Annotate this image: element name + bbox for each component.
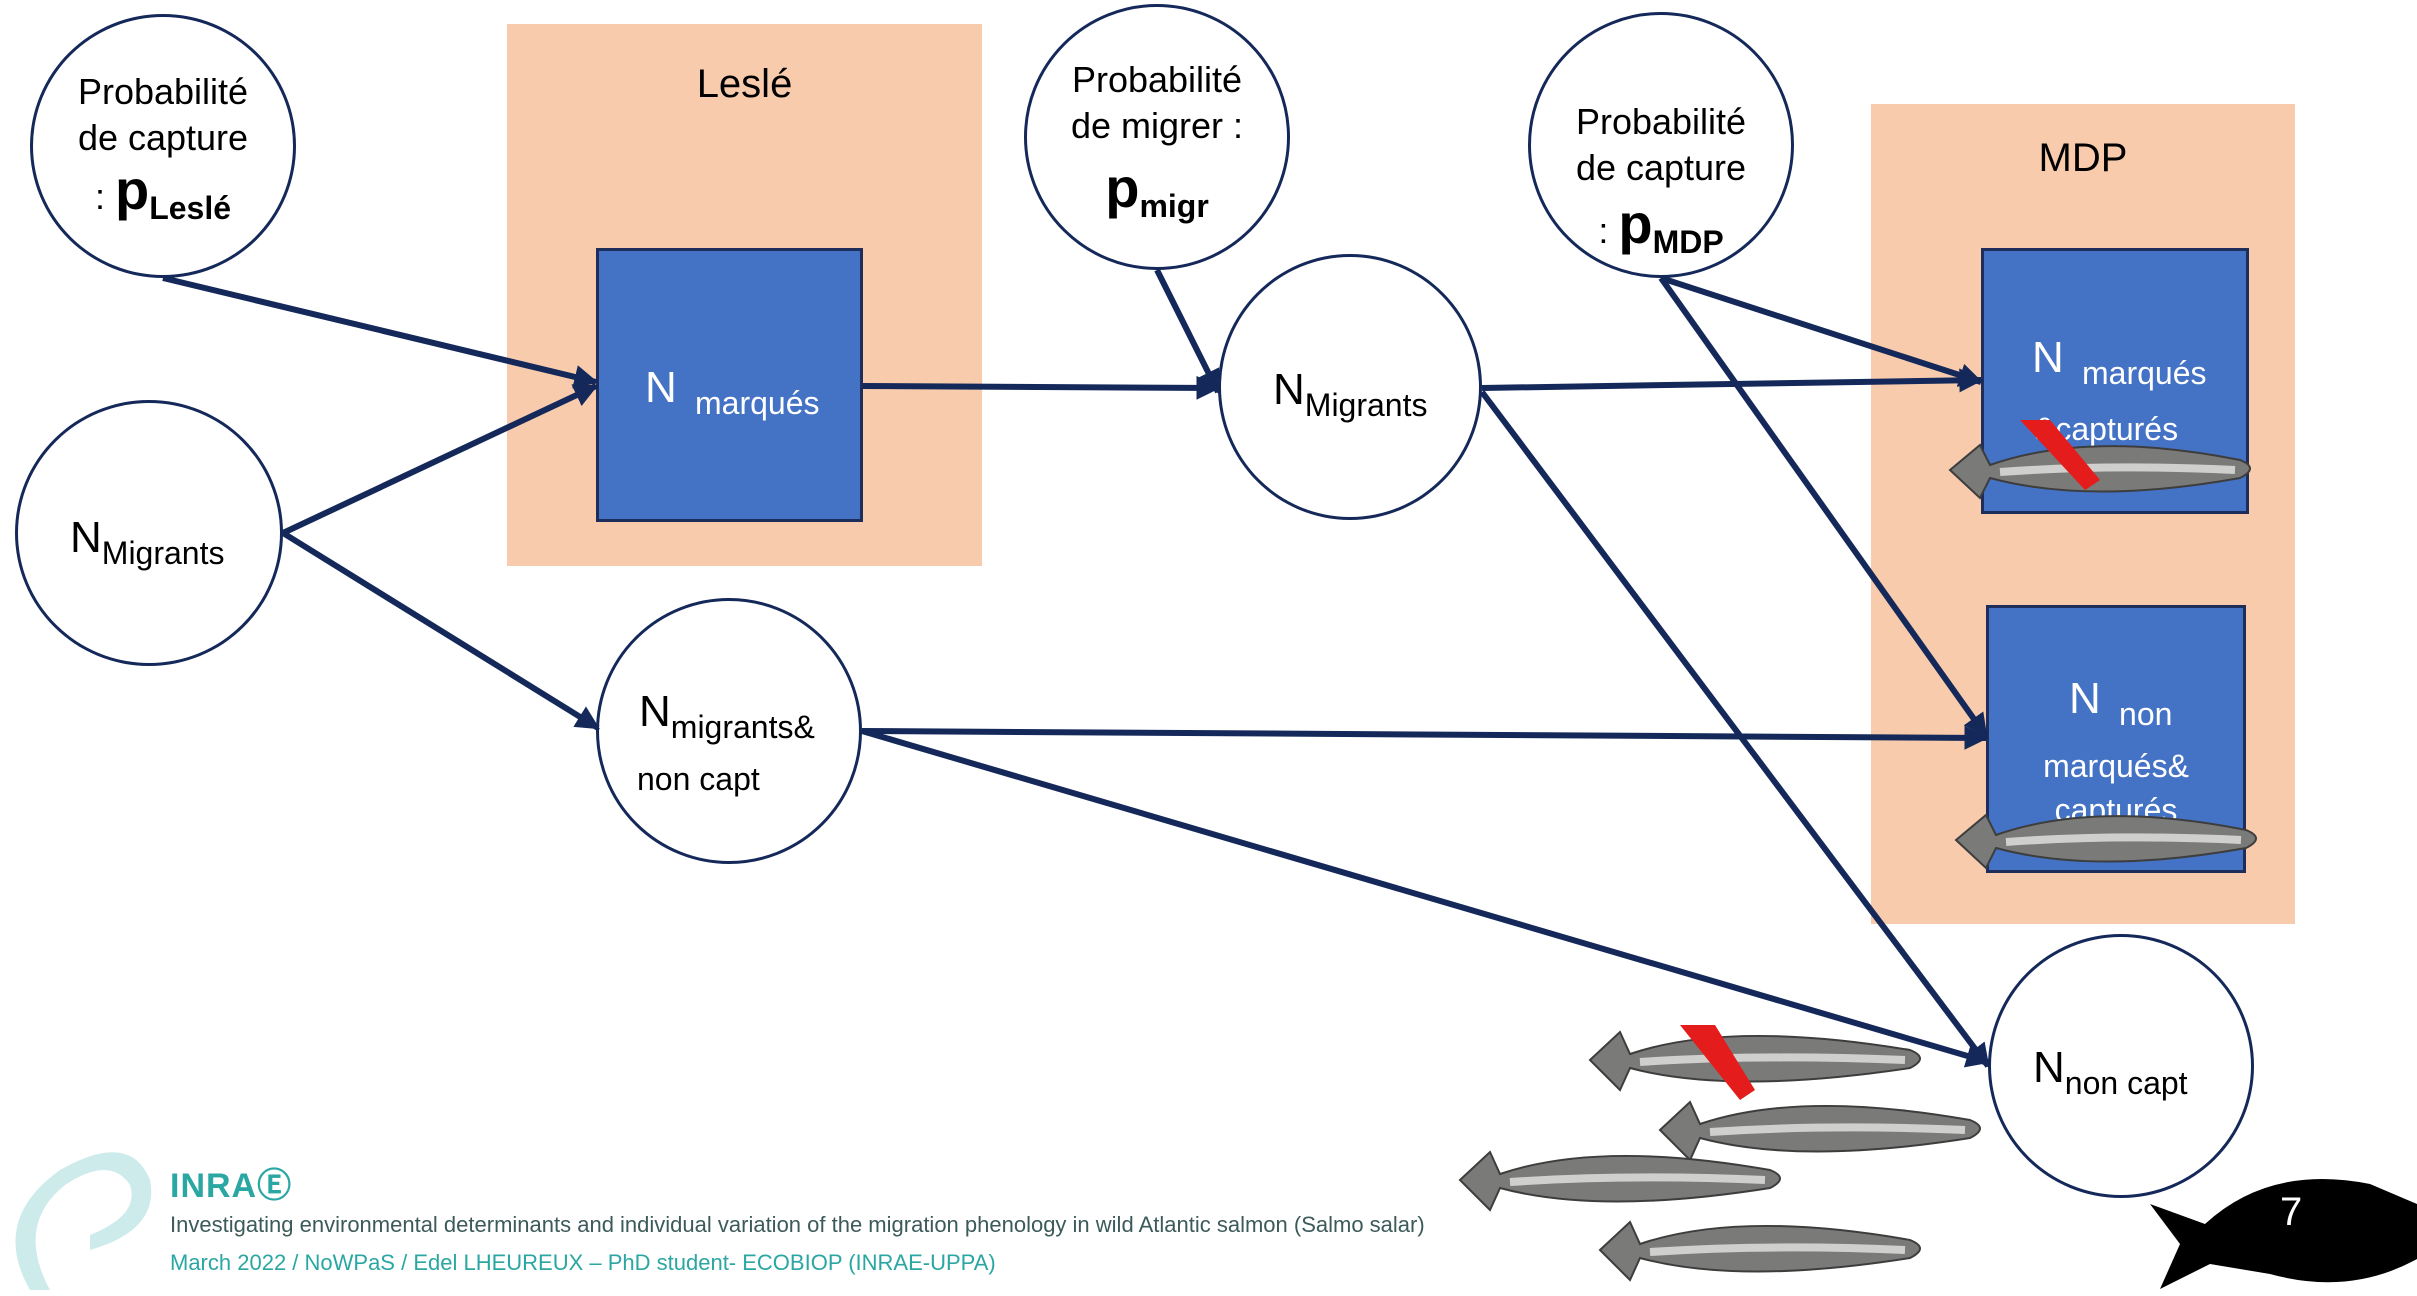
n-migrants-left-circle: NMigrants (15, 400, 283, 666)
p-lesle-circle: Probabilité de capture : pLeslé (30, 14, 296, 278)
n-migrants-non-capt-circle: Nmigrants& non capt (596, 598, 862, 864)
p-mdp-line1: Probabilité (1575, 101, 1747, 142)
arrow-pmdp-to-marquescaptures (1660, 275, 1984, 387)
n-marques-captures-symbol: N (2032, 333, 2064, 382)
arrow-migrantsnoncapt-to-nonmarquescaptures (861, 725, 1989, 750)
n-non-capt-subscript: non capt (2064, 1065, 2188, 1101)
n-migrants-mid-subscript: Migrants (1304, 387, 1428, 423)
n-non-capt-symbol: N (2033, 1043, 2065, 1092)
p-migr-line2: de migrer : (1070, 105, 1244, 146)
n-marques-captures-subscript: marqués (2082, 355, 2207, 391)
p-mdp-line2: de capture (1575, 147, 1747, 188)
arrow-nmigrants-to-nmarques (281, 383, 599, 536)
n-marques-subscript: marqués (695, 385, 820, 421)
p-mdp-subscript: MDP (1652, 224, 1724, 260)
mdp-panel-title: MDP (2038, 136, 2128, 180)
arrow-migrantsnoncapt-to-noncapt (861, 728, 1991, 1068)
arrow-nmigrants-to-nnoncapt (281, 530, 601, 731)
n-non-capt-circle: Nnon capt (1988, 934, 2254, 1198)
n-migrants-non-capt-line2: non capt (637, 761, 760, 797)
p-lesle-prefix: : (94, 176, 105, 217)
page-number: 7 (2280, 1190, 2303, 1234)
p-migr-circle: Probabilité de migrer : pmigr (1024, 4, 1290, 270)
salmon-icon-tagged-mdp (1948, 420, 2251, 500)
black-fish-icon (2150, 1179, 2417, 1289)
p-lesle-line1: Probabilité (77, 71, 249, 112)
p-migr-line1: Probabilité (1071, 59, 1243, 100)
arrow-nmigrants-to-noncapt (1479, 390, 1991, 1068)
arrow-nmarques-to-nmigrants (862, 375, 1221, 400)
arrow-plesle-to-nmarques (162, 275, 599, 389)
lesle-panel-title: Leslé (696, 62, 793, 106)
p-lesle-line2: de capture (77, 117, 249, 158)
p-lesle-subscript: Leslé (149, 190, 232, 226)
inrae-logo: INRAⒺ (170, 1167, 293, 1205)
p-migr-symbol: p (1105, 156, 1140, 219)
n-non-marques-captures-line2: marqués& (2043, 748, 2189, 784)
n-migrants-mid-circle: NMigrants (1218, 254, 1482, 520)
footer-title: Investigating environmental determinants… (170, 1212, 1425, 1237)
p-lesle-symbol: p (114, 158, 150, 221)
inrae-swirl-logo (15, 1152, 152, 1290)
salmon-school-icon (1458, 1025, 1981, 1282)
n-migrants-non-capt-symbol: N (639, 687, 671, 736)
p-mdp-symbol: p (1618, 192, 1653, 255)
p-mdp-circle: Probabilité de capture : pMDP (1528, 12, 1794, 278)
n-non-marques-captures-subscript: non (2119, 696, 2173, 732)
salmon-icon-mdp (1954, 813, 2257, 870)
n-migrants-non-capt-subscript: migrants& (670, 709, 815, 745)
n-migrants-left-symbol: N (70, 513, 102, 562)
n-marques-box: N marqués (596, 248, 863, 522)
n-non-marques-captures-symbol: N (2069, 674, 2101, 723)
arrow-pmigr-to-nmigrants (1154, 268, 1221, 395)
footer-subtitle: March 2022 / NoWPaS / Edel LHEUREUX – Ph… (170, 1250, 996, 1275)
n-migrants-left-subscript: Migrants (101, 535, 225, 571)
p-mdp-prefix: : (1598, 210, 1609, 251)
n-marques-symbol: N (645, 363, 677, 412)
arrow-pmdp-to-nonmarquescaptures (1658, 276, 1989, 738)
arrow-nmigrants-to-marquescaptures (1481, 368, 1984, 393)
n-migrants-mid-symbol: N (1273, 365, 1305, 414)
p-migr-subscript: migr (1139, 188, 1209, 224)
